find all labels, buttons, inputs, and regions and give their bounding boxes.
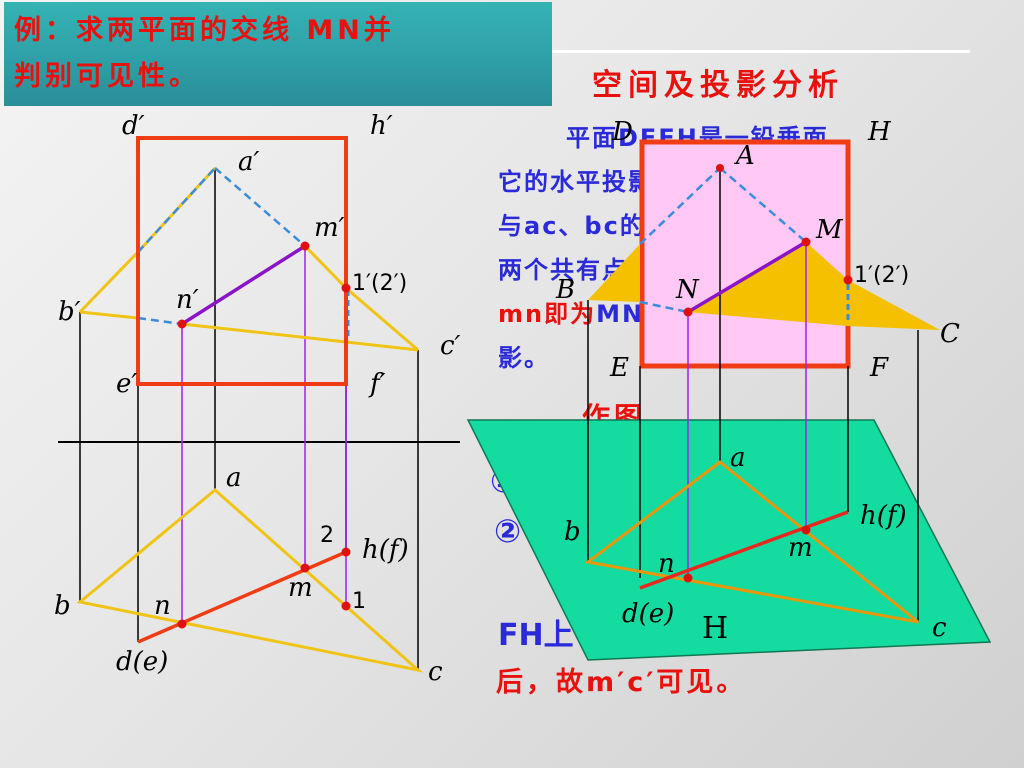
label-F: F (869, 353, 889, 383)
label-c-3d: c (932, 613, 947, 643)
label-b: b (54, 591, 71, 621)
point-n-3d (683, 573, 693, 583)
intersection-front (181, 244, 306, 326)
label-H-top: H (867, 117, 892, 147)
plane-3d-projection-line (639, 510, 849, 590)
label-D: D (611, 117, 633, 147)
label-a-3d: a (730, 443, 746, 473)
label-E: E (609, 353, 629, 383)
point-m-3d (801, 525, 811, 535)
tri-top (76, 488, 424, 673)
label-C: C (940, 319, 960, 349)
label-m: m (288, 573, 313, 603)
label-m-3d: m (788, 533, 813, 563)
edge-3d-bc-hidden (639, 300, 689, 314)
label-n: n (154, 591, 171, 621)
point-hf (341, 547, 351, 557)
point-one (341, 601, 351, 611)
point-one-3d (843, 275, 853, 285)
point-A (716, 164, 724, 172)
tri-front-ab-lower (78, 250, 140, 314)
label-a-prime: a′ (238, 147, 260, 177)
label-N: N (675, 275, 700, 305)
plane-front-rect (136, 136, 348, 386)
right-3d-view: D H A M N B C E F 1′(2′) a b c n m d(e) … (466, 117, 992, 661)
label-one-two-left: 1′(2′) (352, 271, 407, 296)
left-projection: d′ h′ a′ m′ n′ b′ c′ e′ f′ 1′(2′) a b c … (54, 111, 461, 687)
label-B: B (555, 275, 575, 305)
bottom-line-2: 后，故m′c′可见。 (496, 667, 747, 698)
point-N (683, 307, 693, 317)
section-heading: 空间及投影分析 (592, 68, 844, 103)
point-M (801, 237, 811, 247)
label-c: c (428, 657, 443, 687)
title-line-2: 判别可见性。 (14, 61, 200, 92)
point-m-prime (300, 241, 310, 251)
hidden-edge-2 (214, 167, 306, 247)
label-b-3d: b (564, 517, 581, 547)
point-m (300, 563, 310, 573)
edge-3d-ab-hidden (639, 167, 721, 245)
tri-front-bc-start (79, 310, 139, 320)
point-n (177, 619, 187, 629)
h-plane (466, 419, 992, 661)
label-c-prime: c′ (440, 331, 461, 361)
label-hf-3d: h(f) (860, 501, 907, 531)
label-n-prime: n′ (176, 285, 199, 315)
tri-3d-left-part (588, 244, 640, 302)
label-de-3d: d(e) (622, 599, 674, 629)
label-f-prime: f′ (368, 369, 386, 399)
label-one-two-right: 1′(2′) (854, 263, 909, 288)
tri-front-ac (303, 244, 419, 352)
tri-3d-right-part (688, 242, 848, 326)
label-hf: h(f) (362, 535, 409, 565)
plane-top-line (137, 550, 347, 644)
label-h-prime: h′ (370, 111, 393, 141)
label-e-prime: e′ (116, 369, 137, 399)
point-n-prime (177, 319, 187, 329)
label-b-prime: b′ (58, 297, 81, 327)
bottom-line-1: FH上 (498, 618, 574, 653)
label-a: a (226, 463, 242, 493)
label-m-prime: m′ (314, 213, 345, 243)
label-H-plane: H (702, 611, 728, 646)
title-box: 例：求两平面的交线 MN并 判别可见性。 (4, 2, 552, 106)
label-A: A (734, 141, 755, 171)
hidden-edge-1 (137, 167, 216, 253)
tri-front-bc-hidden-part (181, 322, 347, 344)
para-line-6: 影。 (498, 344, 550, 372)
point-one-prime (341, 283, 351, 293)
label-d-prime: d′ (122, 111, 145, 141)
para-line-5-red: mn即为 (498, 300, 597, 328)
label-M: M (815, 215, 844, 245)
label-two: 2 (320, 523, 334, 548)
title-line-1: 例：求两平面的交线 MN并 (14, 15, 395, 46)
label-one: 1 (352, 589, 366, 614)
intersection-3d (687, 240, 807, 314)
tri-front-bc (345, 340, 419, 352)
label-de: d(e) (116, 647, 168, 677)
edge-3d-ac-hidden (719, 167, 807, 243)
divider-line (552, 50, 970, 53)
label-n-3d: n (658, 549, 675, 579)
hidden-edge-3 (137, 316, 183, 326)
tri-3d-outside-part (848, 280, 940, 330)
tri-3d-projection (584, 460, 919, 624)
